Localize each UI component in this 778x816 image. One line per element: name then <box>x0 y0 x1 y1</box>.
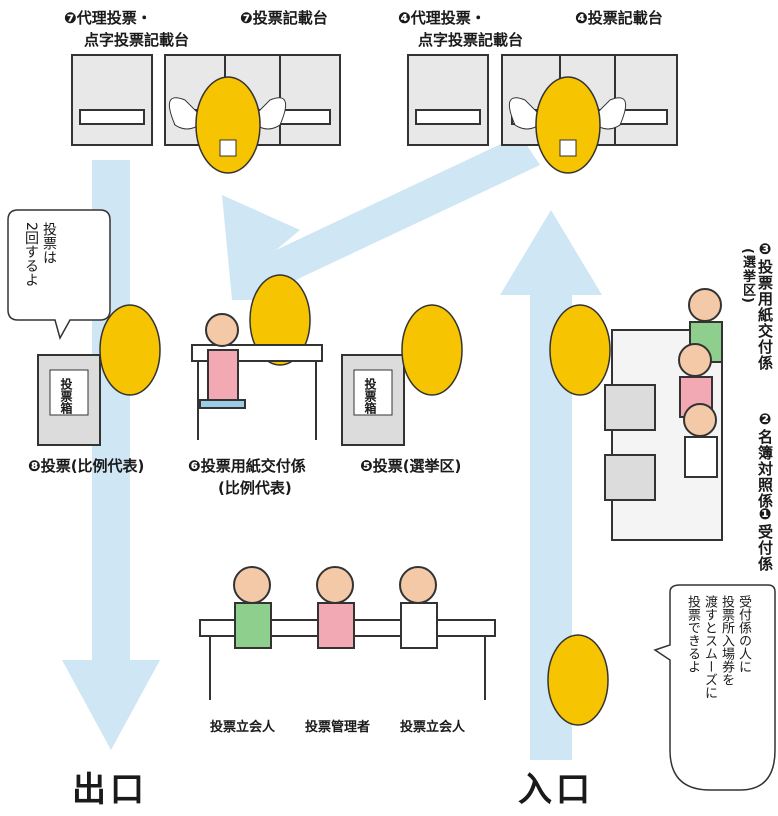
entrance-arrow <box>500 210 602 760</box>
staff-item-2: ❷名簿対照係 <box>756 410 774 509</box>
mascot-entrance <box>547 634 609 726</box>
mascot-district-box <box>401 304 463 396</box>
witness-right-label: 投票立会人 <box>400 720 466 735</box>
staff-item-3: ❸投票用紙交付係 <box>756 240 774 371</box>
ballot-box-pr <box>37 354 101 446</box>
reception-desk <box>604 288 723 541</box>
staff-item-3-sub: (選挙区) <box>740 248 755 304</box>
staff-item-1: ❶受付係 <box>756 505 774 572</box>
station-box-district-label: ❺投票(選挙区) <box>360 457 462 475</box>
station-paper-pr-label-2: (比例代表) <box>218 479 292 497</box>
mascot-booth-right <box>508 76 627 174</box>
mascot-district-paper <box>549 304 611 396</box>
station-box-pr-label: ❽投票(比例代表) <box>28 457 145 475</box>
pr-paper-desk <box>191 313 323 440</box>
flow-arrows <box>62 135 602 760</box>
proxy-booth-right-label: ❹代理投票・ <box>398 9 486 27</box>
exit-arrow <box>62 160 160 750</box>
exit-label: 出口 <box>72 770 148 810</box>
bubble-right-text: 受付係の人に 投票所入場券を 渡すとスムーズに 投票できるよ <box>685 595 751 699</box>
mascot-booth-left <box>168 76 287 174</box>
entrance-label: 入口 <box>518 770 594 810</box>
mascot-pr-box <box>99 304 161 396</box>
ballot-box-pr-label: 投票箱 <box>59 378 73 414</box>
witness-left-label: 投票立会人 <box>210 720 276 735</box>
ballot-booth-left-label: ❼投票記載台 <box>240 9 328 27</box>
ballot-box-district-label: 投票箱 <box>363 378 377 414</box>
bubble-left-text: 投票は 2回するよ <box>23 222 57 287</box>
ballot-box-district <box>341 354 405 446</box>
witness-table <box>199 566 496 700</box>
diagonal-arrow-to-booths <box>222 135 540 300</box>
proxy-booth-left-label: ❼代理投票・ <box>64 9 152 27</box>
station-paper-pr-label: ❻投票用紙交付係 <box>188 457 306 475</box>
mascot-pr-paper <box>249 274 311 366</box>
bubble-right-shape <box>653 584 776 791</box>
proxy-booth-left-label-2: 点字投票記載台 <box>84 31 190 49</box>
bubble-left-shape <box>7 209 111 340</box>
manager-label: 投票管理者 <box>305 720 371 735</box>
ballot-booth-right-label: ❹投票記載台 <box>575 9 663 27</box>
proxy-booth-right-label-2: 点字投票記載台 <box>418 31 524 49</box>
